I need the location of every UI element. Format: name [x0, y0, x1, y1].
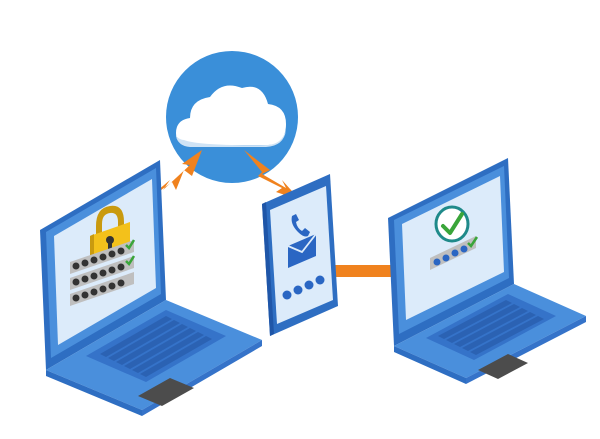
- checkmark-icon: [467, 236, 479, 248]
- password-row: [70, 272, 134, 306]
- keys: [438, 300, 544, 355]
- envelope-icon: [287, 233, 317, 268]
- phone-handset-icon: [291, 214, 310, 237]
- right-laptop: [388, 158, 586, 384]
- cloud-badge: [166, 51, 298, 183]
- verified-checkmark-badge: [434, 205, 470, 243]
- keys: [100, 316, 212, 377]
- entered-code-field: [430, 236, 479, 270]
- checkmark-icon: [125, 239, 136, 250]
- touchpad: [478, 354, 528, 379]
- code-dots: [433, 245, 468, 266]
- laptop-screen: [54, 179, 156, 345]
- password-row: [70, 239, 136, 274]
- password-row: [70, 255, 136, 290]
- zigzag-arrow-to-cloud: [138, 150, 202, 207]
- checkmark-icon: [125, 255, 136, 266]
- left-laptop: [40, 160, 262, 416]
- checkmark-icon: [441, 212, 464, 235]
- zigzag-arrow-to-phone: [244, 150, 300, 200]
- cloud-icon: [176, 85, 286, 147]
- verification-code-dots: [282, 275, 325, 300]
- touchpad: [138, 378, 194, 406]
- password-field-rows: [70, 239, 136, 306]
- smartphone: [262, 174, 338, 336]
